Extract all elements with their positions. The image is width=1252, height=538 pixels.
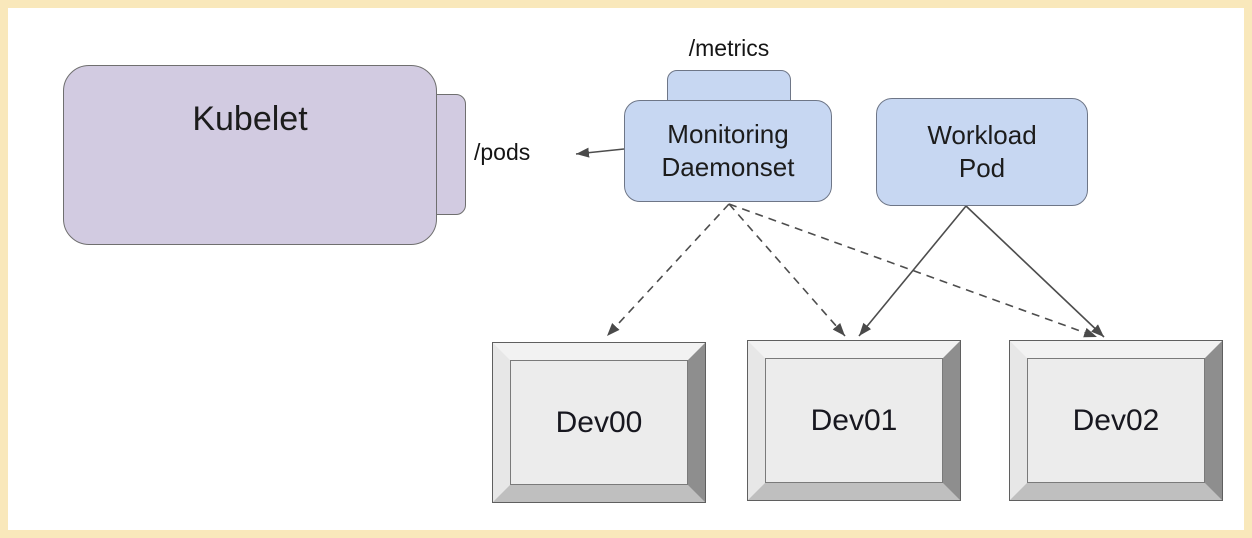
kubelet-node: Kubelet bbox=[63, 65, 437, 245]
edge-workload-to-dev01 bbox=[858, 205, 967, 337]
device-dev01-label: Dev01 bbox=[810, 403, 898, 437]
workload-label-line1: Workload bbox=[927, 120, 1037, 150]
workload-pod-node: Workload Pod bbox=[876, 98, 1088, 206]
edge-monitoring-to-dev01 bbox=[728, 203, 846, 337]
pods-endpoint-label: /pods bbox=[474, 139, 531, 165]
edge-monitoring-to-pods bbox=[575, 147, 625, 158]
monitoring-label-line2: Daemonset bbox=[661, 152, 795, 182]
edge-workload-to-dev02 bbox=[965, 205, 1105, 338]
metrics-endpoint-label: /metrics bbox=[688, 35, 770, 61]
edge-monitoring-to-dev02 bbox=[728, 203, 1098, 338]
device-dev00-label: Dev00 bbox=[555, 405, 643, 439]
workload-label-line2: Pod bbox=[958, 153, 1006, 183]
monitoring-label-line1: Monitoring bbox=[667, 119, 789, 149]
device-dev01-face: Dev01 bbox=[765, 358, 943, 483]
device-dev00: Dev00 bbox=[492, 342, 706, 503]
device-dev02-face: Dev02 bbox=[1027, 358, 1205, 483]
device-dev02: Dev02 bbox=[1009, 340, 1223, 501]
edge-monitoring-to-dev00 bbox=[606, 203, 730, 337]
kubelet-label: Kubelet bbox=[192, 100, 308, 138]
device-dev02-label: Dev02 bbox=[1072, 403, 1160, 437]
device-dev00-face: Dev00 bbox=[510, 360, 688, 485]
monitoring-daemonset-node: Monitoring Daemonset bbox=[624, 100, 832, 202]
device-dev01: Dev01 bbox=[747, 340, 961, 501]
